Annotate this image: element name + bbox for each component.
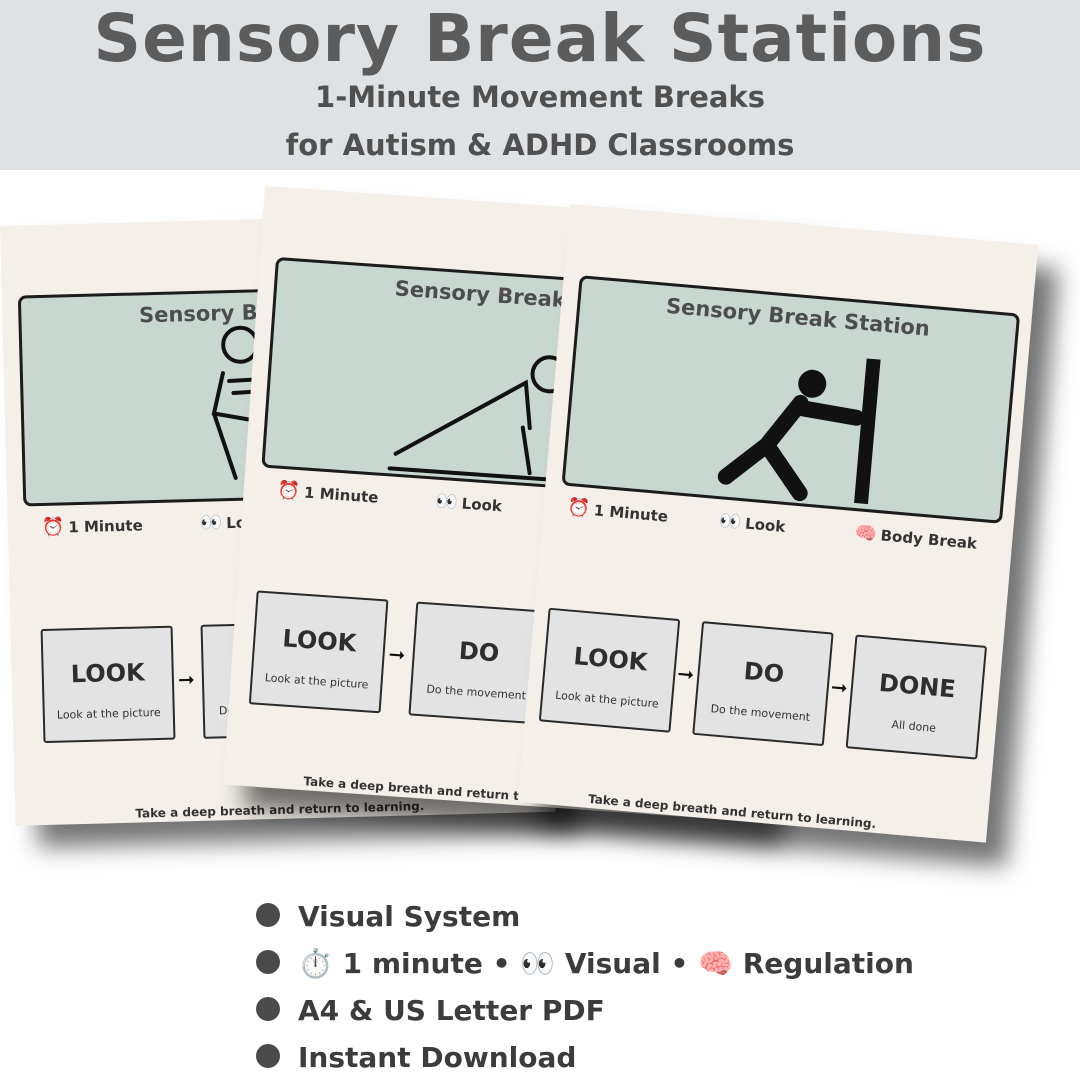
bullet-dot-icon	[256, 950, 280, 974]
scene-panel: Sensory Break Station	[561, 275, 1021, 524]
meta-time: ⏰1 Minute	[277, 479, 380, 507]
step-do: DO Do the movement	[692, 621, 834, 747]
bullet-dot-icon	[256, 903, 280, 927]
footer-text: Take a deep breath and return to learnin…	[587, 791, 877, 832]
arrow-icon: ➞	[387, 641, 407, 667]
eyes-icon: 👀	[434, 490, 459, 514]
step-look: LOOK Look at the picture	[248, 590, 389, 714]
eyes-icon: 👀	[199, 512, 223, 534]
footer-text: Take a deep breath and return to learnin…	[135, 799, 425, 821]
bullet-dot-icon	[256, 1044, 280, 1068]
title-banner: Sensory Break Stations 1-Minute Movement…	[0, 0, 1080, 170]
subtitle-line-2: for Autism & ADHD Classrooms	[285, 128, 795, 162]
arrow-icon: ➞	[676, 661, 696, 687]
alarm-clock-icon: ⏰	[277, 479, 301, 503]
meta-time: ⏰1 Minute	[41, 516, 143, 539]
brain-icon: 🧠	[853, 522, 878, 545]
feature-list: Visual System ⏱️ 1 minute • 👀 Visual • 🧠…	[256, 900, 914, 1088]
alarm-clock-icon: ⏰	[566, 496, 591, 520]
page-title: Sensory Break Stations	[93, 0, 987, 77]
eyes-icon: 👀	[718, 510, 743, 534]
alarm-clock-icon: ⏰	[41, 516, 65, 539]
sheet-wall-push: Sensory Break Station ⏰1 Minute 👀Look 🧠B…	[517, 204, 1039, 843]
step-done: DONE All done	[845, 634, 988, 760]
subtitle-line-1: 1-Minute Movement Breaks	[315, 80, 765, 114]
meta-time: ⏰1 Minute	[566, 496, 669, 526]
list-item: Instant Download	[256, 1041, 914, 1088]
wall-push-figure-icon	[717, 358, 881, 505]
arrow-icon: ➞	[829, 674, 849, 700]
step-look: LOOK Look at the picture	[538, 607, 681, 733]
list-item: ⏱️ 1 minute • 👀 Visual • 🧠 Regulation	[256, 947, 914, 994]
list-item: A4 & US Letter PDF	[256, 994, 914, 1041]
meta-look: 👀Look	[434, 490, 503, 516]
meta-body-break: 🧠Body Break	[853, 522, 978, 553]
list-item: Visual System	[256, 900, 914, 947]
step-look: LOOK Look at the picture	[40, 625, 176, 744]
arrow-icon: ➞	[177, 667, 196, 692]
meta-look: 👀Look	[718, 510, 787, 536]
bullet-dot-icon	[256, 997, 280, 1021]
